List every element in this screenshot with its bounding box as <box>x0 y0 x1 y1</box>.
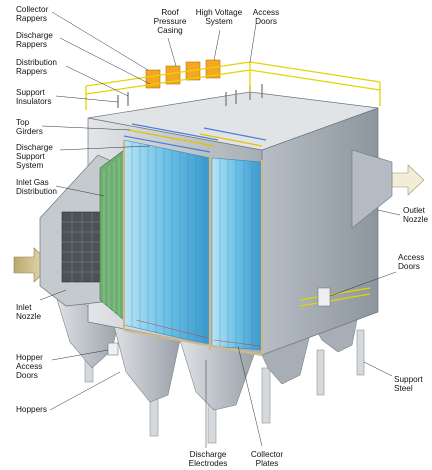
label-collector-plates: Collector Plates <box>250 450 284 469</box>
outlet-nozzle <box>351 149 393 229</box>
label-inlet-gas-distribution: Inlet Gas Distribution <box>16 178 57 197</box>
casing-side <box>261 107 379 356</box>
label-access-doors-side: Access Doors <box>398 253 425 272</box>
label-distribution-rappers: Distribution Rappers <box>16 58 57 77</box>
top-girders <box>123 123 267 153</box>
label-outlet-nozzle: Outlet Nozzle <box>403 206 429 225</box>
collector-plate-bank-1 <box>123 139 211 346</box>
label-roof-pressure-casing: Roof Pressure Casing <box>153 8 187 36</box>
label-top-girders: Top Girders <box>16 118 43 137</box>
discharge-electrodes <box>135 319 261 347</box>
label-high-voltage-system: High Voltage System <box>195 8 243 27</box>
hopper-door <box>107 342 119 356</box>
discharge-support-frame <box>122 140 264 357</box>
label-support-steel: Support Steel <box>394 375 423 394</box>
roof <box>87 91 379 151</box>
label-hoppers: Hoppers <box>16 405 47 414</box>
outlet-flow-arrow <box>391 164 425 196</box>
label-access-doors-top: Access Doors <box>252 8 280 27</box>
label-support-insulators: Support Insulators <box>16 88 52 107</box>
label-collector-rappers: Collector Rappers <box>16 5 49 24</box>
inlet-gas-distribution <box>99 149 125 321</box>
label-discharge-support-system: Discharge Support System <box>16 143 53 171</box>
label-discharge-rappers: Discharge Rappers <box>16 31 53 50</box>
leader-lines <box>39 11 401 448</box>
collector-plate-bank-2 <box>211 157 263 351</box>
label-hopper-access-doors: Hopper Access Doors <box>16 353 43 381</box>
side-access-door <box>317 287 331 307</box>
label-discharge-electrodes: Discharge Electrodes <box>188 450 228 469</box>
label-inlet-nozzle: Inlet Nozzle <box>16 303 42 322</box>
